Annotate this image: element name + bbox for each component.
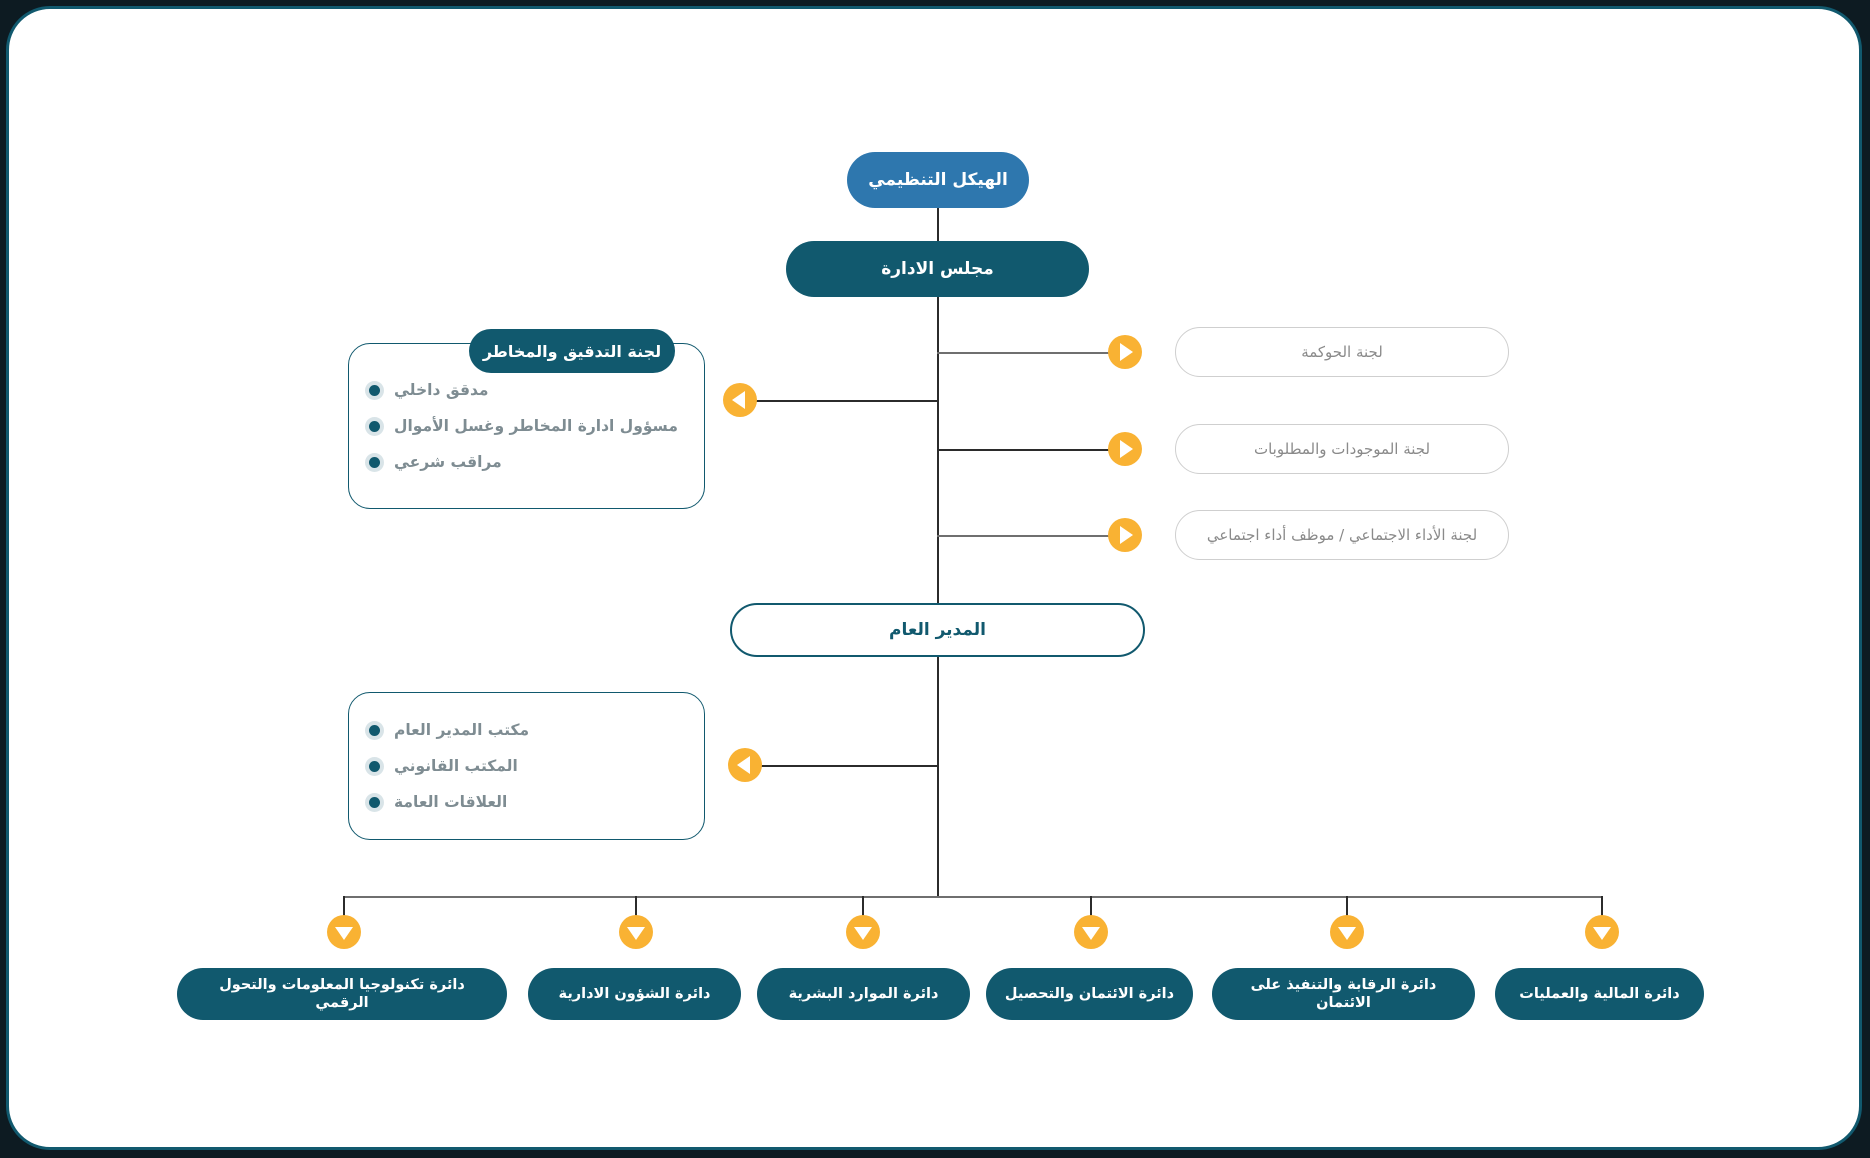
list-item[interactable]: مدقق داخلي — [369, 381, 674, 399]
marker-left-gm-panel[interactable] — [728, 748, 762, 782]
connector-drop-3 — [862, 896, 864, 931]
connector-drop-4 — [1090, 896, 1092, 931]
triangle-down-icon — [1593, 927, 1611, 940]
list-item-label: العلاقات العامة — [394, 793, 508, 811]
triangle-down-icon — [627, 927, 645, 940]
node-organizational-structure-label: الهيكل التنظيمي — [868, 170, 1008, 190]
panel-gm-list: مكتب المدير العام المكتب القانوني العلاق… — [349, 693, 704, 839]
bullet-icon — [369, 420, 380, 432]
node-department-administrative-affairs[interactable]: دائرة الشؤون الادارية — [528, 968, 741, 1020]
node-committee-social-performance[interactable]: لجنة الأداء الاجتماعي / موظف أداء اجتماع… — [1175, 510, 1509, 560]
marker-down-department-2[interactable] — [619, 915, 653, 949]
node-department-label: دائرة الائتمان والتحصيل — [1004, 985, 1175, 1002]
panel-audit-title-label: لجنة التدقيق والمخاطر — [482, 341, 662, 361]
triangle-left-icon — [732, 391, 745, 409]
list-item[interactable]: العلاقات العامة — [369, 793, 674, 811]
connector-drop-5 — [1346, 896, 1348, 931]
panel-audit-title[interactable]: لجنة التدقيق والمخاطر — [469, 329, 675, 373]
node-general-manager-label: المدير العام — [889, 620, 986, 640]
node-board-of-directors[interactable]: مجلس الادارة — [786, 241, 1089, 297]
node-board-of-directors-label: مجلس الادارة — [881, 259, 994, 279]
node-organizational-structure[interactable]: الهيكل التنظيمي — [847, 152, 1029, 208]
bullet-icon — [369, 760, 380, 772]
marker-down-department-3[interactable] — [846, 915, 880, 949]
bullet-icon — [369, 724, 380, 736]
list-item[interactable]: مراقب شرعي — [369, 453, 674, 471]
list-item-label: المكتب القانوني — [394, 757, 518, 775]
triangle-right-icon — [1120, 440, 1133, 458]
node-committee-social-performance-label: لجنة الأداء الاجتماعي / موظف أداء اجتماع… — [1206, 526, 1478, 544]
list-item[interactable]: مسؤول ادارة المخاطر وغسل الأموال — [369, 417, 678, 435]
node-department-it-digital-transformation[interactable]: دائرة تكنولوجيا المعلومات والتحول الرقمي — [177, 968, 507, 1020]
marker-down-department-1[interactable] — [327, 915, 361, 949]
marker-down-department-6[interactable] — [1585, 915, 1619, 949]
diagram-frame: الهيكل التنظيمي مجلس الادارة مدقق داخلي … — [6, 6, 1862, 1150]
connector-board-to-audit-panel — [754, 400, 938, 402]
node-department-credit-supervision-execution[interactable]: دائرة الرقابة والتنفيذ على الائتمان — [1212, 968, 1475, 1020]
connector-board-to-committee-2 — [937, 449, 1109, 451]
list-item-label: مدقق داخلي — [394, 381, 489, 399]
connector-drop-1 — [343, 896, 345, 931]
connector-root-to-board — [937, 207, 939, 244]
list-item[interactable]: المكتب القانوني — [369, 757, 674, 775]
connector-department-bus — [343, 896, 1601, 898]
connector-drop-6 — [1601, 896, 1603, 931]
connector-drop-2 — [635, 896, 637, 931]
node-general-manager[interactable]: المدير العام — [730, 603, 1145, 657]
node-department-label: دائرة الرقابة والتنفيذ على الائتمان — [1250, 976, 1437, 1011]
marker-down-department-4[interactable] — [1074, 915, 1108, 949]
marker-left-audit[interactable] — [723, 383, 757, 417]
triangle-right-icon — [1120, 526, 1133, 544]
triangle-down-icon — [854, 927, 872, 940]
node-department-label: دائرة الشؤون الادارية — [558, 985, 711, 1002]
connector-gm-trunk — [937, 655, 939, 898]
triangle-right-icon — [1120, 343, 1133, 361]
node-department-credit-collection[interactable]: دائرة الائتمان والتحصيل — [986, 968, 1193, 1020]
bullet-icon — [369, 796, 380, 808]
bullet-icon — [369, 456, 380, 468]
node-department-label: دائرة الموارد البشرية — [788, 985, 939, 1002]
triangle-left-icon — [737, 756, 750, 774]
connector-board-to-committee-1 — [937, 352, 1109, 354]
triangle-down-icon — [335, 927, 353, 940]
node-committee-assets-liabilities[interactable]: لجنة الموجودات والمطلوبات — [1175, 424, 1509, 474]
node-committee-assets-liabilities-label: لجنة الموجودات والمطلوبات — [1253, 440, 1431, 458]
list-item-label: مراقب شرعي — [394, 453, 502, 471]
node-department-finance-operations[interactable]: دائرة المالية والعمليات — [1495, 968, 1704, 1020]
panel-audit-list: مدقق داخلي مسؤول ادارة المخاطر وغسل الأم… — [349, 344, 704, 508]
list-item[interactable]: مكتب المدير العام — [369, 721, 674, 739]
marker-right-committee-1[interactable] — [1108, 335, 1142, 369]
marker-down-department-5[interactable] — [1330, 915, 1364, 949]
node-department-human-resources[interactable]: دائرة الموارد البشرية — [757, 968, 970, 1020]
marker-right-committee-3[interactable] — [1108, 518, 1142, 552]
triangle-down-icon — [1082, 927, 1100, 940]
list-item-label: مسؤول ادارة المخاطر وغسل الأموال — [394, 417, 678, 435]
triangle-down-icon — [1338, 927, 1356, 940]
connector-gm-to-gm-panel — [759, 765, 938, 767]
list-item-label: مكتب المدير العام — [394, 721, 530, 739]
org-chart-canvas: الهيكل التنظيمي مجلس الادارة مدقق داخلي … — [9, 9, 1859, 1147]
node-committee-governance-label: لجنة الحوكمة — [1301, 343, 1383, 361]
node-committee-governance[interactable]: لجنة الحوكمة — [1175, 327, 1509, 377]
marker-right-committee-2[interactable] — [1108, 432, 1142, 466]
connector-board-to-committee-3 — [937, 535, 1109, 537]
node-department-label: دائرة تكنولوجيا المعلومات والتحول الرقمي — [219, 976, 465, 1011]
bullet-icon — [369, 384, 380, 396]
node-department-label: دائرة المالية والعمليات — [1519, 985, 1680, 1002]
panel-general-manager-offices: مكتب المدير العام المكتب القانوني العلاق… — [348, 692, 705, 840]
